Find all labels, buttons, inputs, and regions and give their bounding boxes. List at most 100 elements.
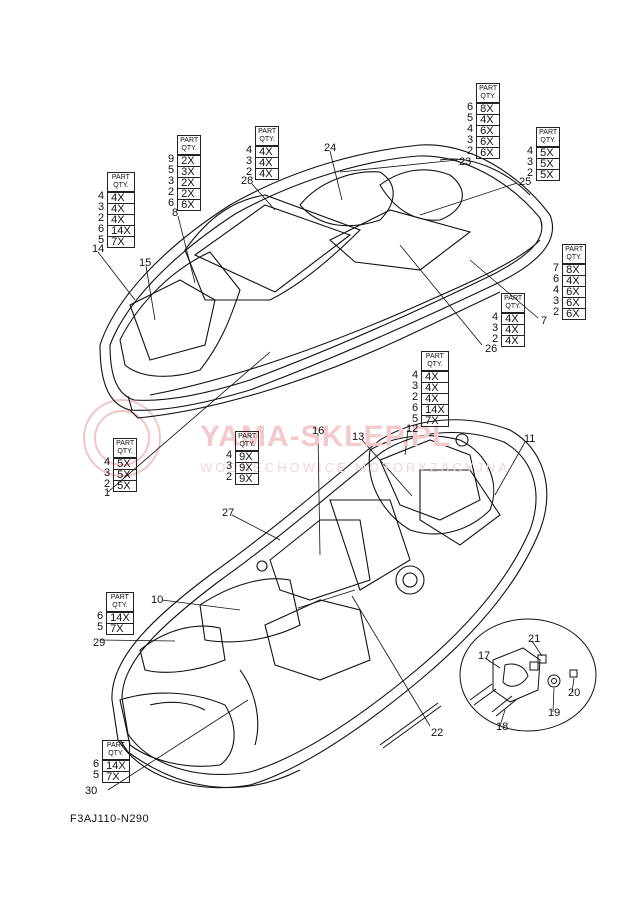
- part-number-label: 12: [406, 423, 419, 435]
- diagram-code: F3AJ110-N290: [70, 813, 150, 825]
- qty-header-line: PART: [539, 129, 558, 136]
- qty-key: 2: [527, 167, 534, 179]
- qty-header-line: PART: [111, 174, 130, 181]
- part-number-label: 27: [222, 507, 235, 519]
- watermark-logo: [83, 399, 161, 477]
- qty-header-line: QTY.: [427, 361, 443, 368]
- qty-cell: 4X: [256, 146, 279, 158]
- qty-key: 4: [467, 123, 474, 135]
- part-number-label: 25: [519, 176, 532, 188]
- part-number-label: 15: [139, 257, 152, 269]
- part-number-label: 21: [528, 633, 541, 645]
- qty-cell: 6X: [477, 136, 500, 148]
- qty-header-line: PART: [565, 246, 584, 253]
- qty-key: 2: [98, 212, 105, 224]
- qty-key: 2: [104, 478, 111, 490]
- qty-cell: 2X: [178, 188, 201, 200]
- qty-header-line: PART: [180, 137, 199, 144]
- qty-cell: 4X: [108, 192, 134, 204]
- qty-cell: 6X: [477, 125, 500, 137]
- qty-cell: 3X: [178, 166, 201, 178]
- qty-cell: 5X: [537, 147, 560, 159]
- part-number-label: 18: [496, 721, 509, 733]
- qty-cell: 7X: [108, 236, 134, 248]
- qty-cell: 14X: [107, 612, 133, 624]
- qty-cell: 6X: [477, 147, 500, 159]
- qty-key: 6: [467, 101, 474, 113]
- qty-header-line: QTY.: [239, 441, 255, 448]
- part-number-label: 11: [524, 433, 536, 445]
- qty-header-line: QTY.: [108, 750, 124, 757]
- part-number-label: 17: [478, 650, 491, 662]
- qty-cell: 4X: [422, 382, 448, 394]
- part-number-label: 24: [324, 142, 337, 154]
- qty-cell: 9X: [236, 462, 259, 474]
- qty-cell: 14X: [422, 404, 448, 416]
- qty-header-line: QTY.: [112, 602, 128, 609]
- qty-key: 2: [412, 391, 419, 403]
- qty-cell: 5X: [114, 458, 137, 470]
- qty-cell: 4X: [256, 157, 279, 169]
- qty-header-line: PART: [238, 433, 257, 440]
- part-number-label: 10: [151, 594, 164, 606]
- qty-cell: 9X: [236, 473, 259, 485]
- qty-key: 2: [226, 471, 233, 483]
- qty-key: 3: [467, 134, 474, 146]
- qty-cell: 7X: [422, 415, 448, 427]
- qty-key: 4: [104, 456, 111, 468]
- qty-header-line: QTY.: [540, 137, 556, 144]
- qty-key: 2: [492, 333, 499, 345]
- part-number-label: 26: [485, 343, 498, 355]
- part-number-label: 22: [431, 727, 444, 739]
- qty-header-line: PART: [258, 128, 277, 135]
- qty-header-line: PART: [504, 295, 523, 302]
- part-number-label: 28: [241, 175, 254, 187]
- qty-key: 6: [98, 223, 105, 235]
- qty-cell: 4X: [422, 371, 448, 383]
- qty-key: 2: [467, 145, 474, 157]
- qty-key: 4: [527, 145, 534, 157]
- qty-header-line: PART: [116, 440, 135, 447]
- qty-key: 4: [553, 284, 560, 296]
- qty-cell: 2X: [178, 177, 201, 189]
- part-number-label: 30: [85, 785, 98, 797]
- qty-key: 6: [412, 402, 419, 414]
- qty-header-line: QTY.: [480, 93, 496, 100]
- qty-key: 9: [168, 153, 175, 165]
- part-number-label: 8: [172, 207, 179, 219]
- qty-header-line: QTY.: [117, 448, 133, 455]
- qty-header-line: PART: [479, 85, 498, 92]
- qty-cell: 4X: [563, 275, 586, 287]
- qty-cell: 6X: [563, 286, 586, 298]
- qty-header-line: QTY.: [113, 182, 129, 189]
- part-number-label: 29: [93, 637, 106, 649]
- qty-cell: 6X: [178, 199, 201, 211]
- leader-lines: [97, 150, 575, 791]
- qty-key: 3: [226, 460, 233, 472]
- rod-part-drawing: [379, 702, 442, 749]
- qty-key: 4: [246, 144, 253, 156]
- upper-boat-drawing: [99, 144, 554, 419]
- qty-cell: 7X: [103, 771, 129, 783]
- qty-cell: 8X: [563, 264, 586, 276]
